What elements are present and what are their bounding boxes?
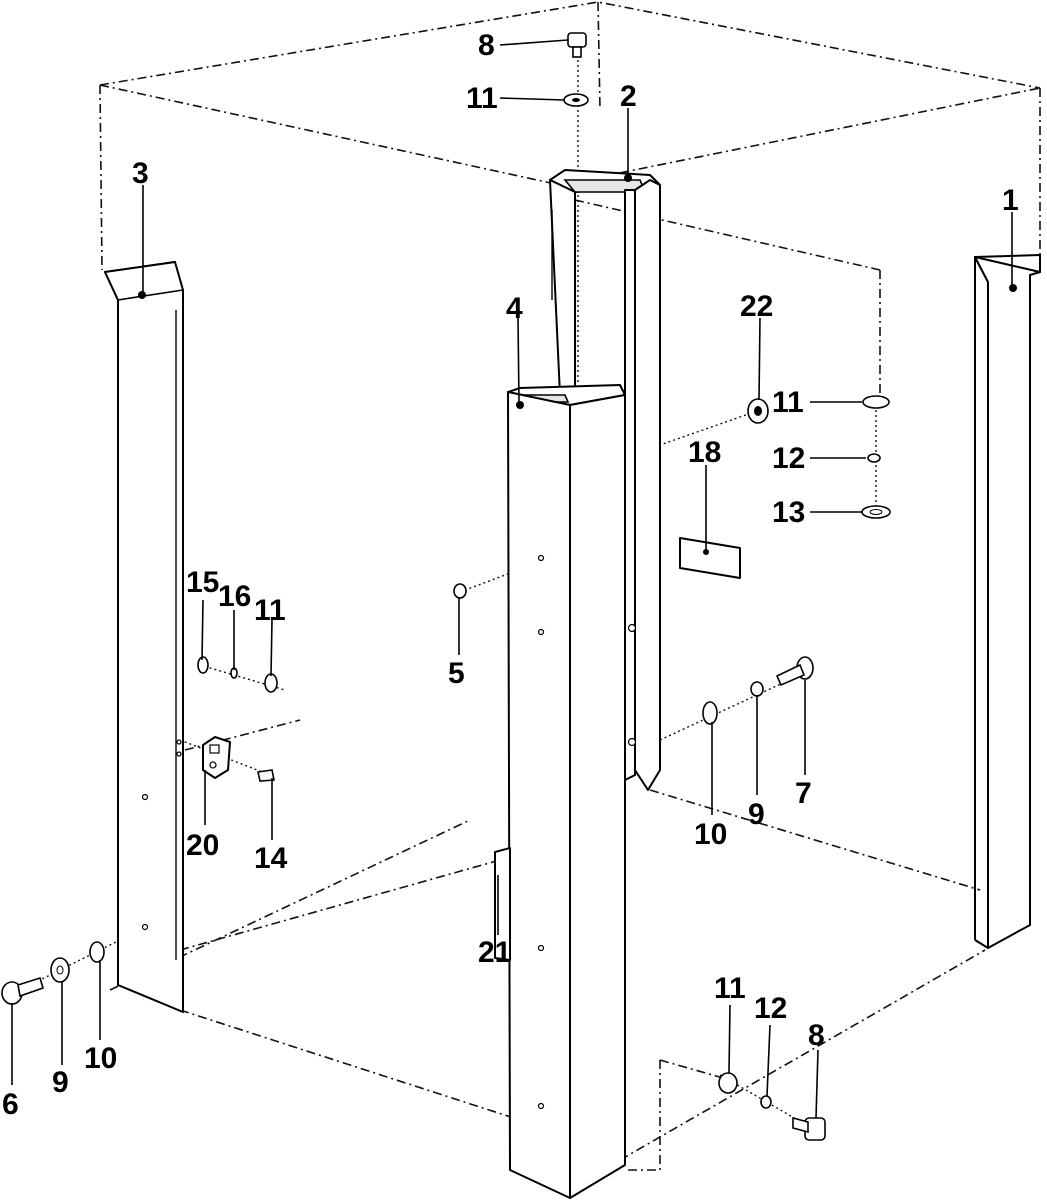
callout-12-bottom: 12	[754, 992, 787, 1025]
callout-20: 20	[186, 829, 219, 862]
callout-8-bottom: 8	[808, 1019, 825, 1052]
callout-5: 5	[448, 657, 465, 690]
leader-lines	[11, 39, 1013, 1119]
callout-21: 21	[478, 936, 511, 969]
callout-8-top: 8	[478, 29, 495, 62]
callout-10-left: 10	[84, 1042, 117, 1075]
callout-14: 14	[254, 842, 288, 875]
callout-22: 22	[740, 290, 773, 323]
callout-11-bottom: 11	[714, 972, 746, 1005]
callout-11-top: 11	[466, 82, 498, 115]
callout-2: 2	[620, 80, 637, 113]
block-20	[202, 736, 231, 779]
callout-11-left: 11	[254, 594, 286, 627]
callout-10-right: 10	[694, 818, 727, 851]
callout-15: 15	[186, 566, 219, 599]
callout-7: 7	[795, 777, 812, 810]
corner-post-3	[104, 261, 184, 1013]
corner-post-4	[507, 384, 626, 1199]
callout-16: 16	[218, 580, 251, 613]
callout-labels: 1 2 3 4 5 6 7 8 8 9 9 10 10 11 11 11 11 …	[2, 29, 1019, 1121]
plate-18	[679, 537, 741, 579]
callout-18: 18	[688, 436, 721, 469]
callout-11-right: 11	[772, 386, 804, 419]
callout-3: 3	[132, 157, 149, 190]
callout-12-right: 12	[772, 442, 805, 475]
callout-13: 13	[772, 496, 805, 529]
callout-6: 6	[2, 1088, 19, 1121]
callout-9-right: 9	[748, 798, 765, 831]
callout-9-left: 9	[52, 1066, 69, 1099]
corner-post-2	[549, 169, 661, 791]
callout-1: 1	[1002, 184, 1019, 217]
callout-4: 4	[506, 292, 523, 325]
hardware	[1, 32, 891, 1141]
corner-post-1	[974, 254, 1041, 949]
